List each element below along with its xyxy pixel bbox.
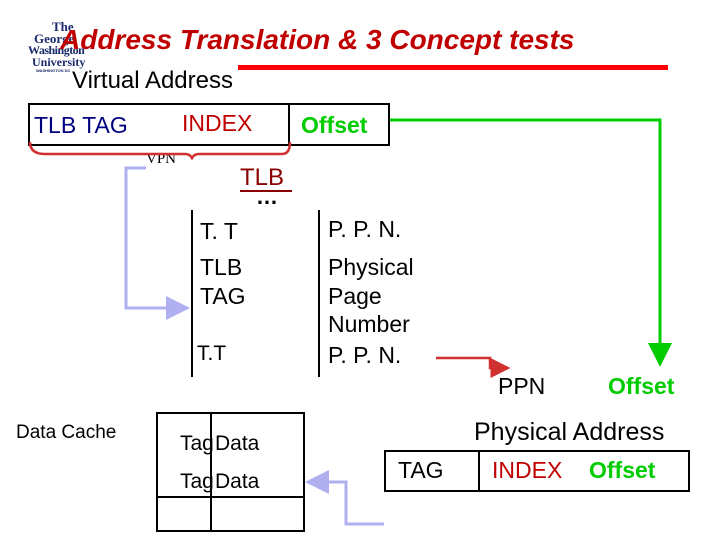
virtual-address-label: Virtual Address [72, 67, 233, 94]
physical-address-label: Physical Address [474, 418, 665, 446]
logo-line-4: University [32, 55, 86, 69]
tlb-ppn-row2b: Page [328, 283, 382, 309]
ppn-label: PPN [498, 373, 546, 399]
va-offset: Offset [301, 112, 368, 138]
university-logo: The George Washington University WASHING… [28, 20, 92, 74]
tlb-tag-row3: T.T [197, 342, 227, 365]
virtual-offset-box [288, 103, 390, 146]
pa-offset: Offset [589, 457, 656, 483]
tlb-title-underline [240, 190, 292, 192]
cache-row-divider [156, 496, 305, 498]
tag-to-cache-wire [305, 470, 384, 526]
ppn-to-physical-wire [436, 356, 511, 378]
vpn-bracket [28, 141, 292, 161]
logo-line-2: George [34, 31, 75, 46]
tlb-title: TLB [240, 164, 285, 191]
cache-row2-tag: Tag [180, 470, 214, 493]
data-cache-label: Data Cache [16, 422, 117, 443]
pa-tag: TAG [398, 457, 444, 483]
offset-green-wire [390, 118, 672, 367]
tlb-mid-border [318, 210, 320, 377]
physical-address-box [384, 450, 690, 492]
data-cache-box [156, 412, 305, 532]
logo-line-1: The [52, 19, 74, 34]
tlb-dots: … [256, 184, 278, 209]
tlb-tag-row1: T. T [200, 218, 238, 244]
va-index: INDEX [182, 110, 253, 136]
tlb-tag-row2b: TAG [200, 283, 246, 309]
logo-line-3: Washington [28, 43, 85, 57]
ppn-offset-label: Offset [608, 373, 675, 399]
vpn-to-tlb-wire [124, 166, 190, 320]
slide-title: Address Translation & 3 Concept tests [60, 24, 575, 55]
tlb-ppn-row3: P. P. N. [328, 342, 402, 368]
logo-line-5: WASHINGTON DC [36, 68, 71, 73]
pa-divider [478, 450, 480, 492]
title-underline [238, 65, 668, 70]
cache-row1-tag: Tag [180, 432, 214, 455]
cache-col-divider [210, 412, 212, 532]
pa-index: INDEX [492, 457, 563, 483]
va-tlb-tag: TLB TAG [34, 112, 128, 138]
tlb-ppn-row2c: Number [328, 311, 410, 337]
cache-row2-data: Data [215, 470, 260, 493]
cache-row1-data: Data [215, 432, 260, 455]
tlb-left-border [191, 210, 193, 377]
tlb-tag-row2a: TLB [200, 254, 243, 280]
tlb-ppn-row2a: Physical [328, 254, 414, 280]
tlb-ppn-row1: P. P. N. [328, 216, 402, 242]
